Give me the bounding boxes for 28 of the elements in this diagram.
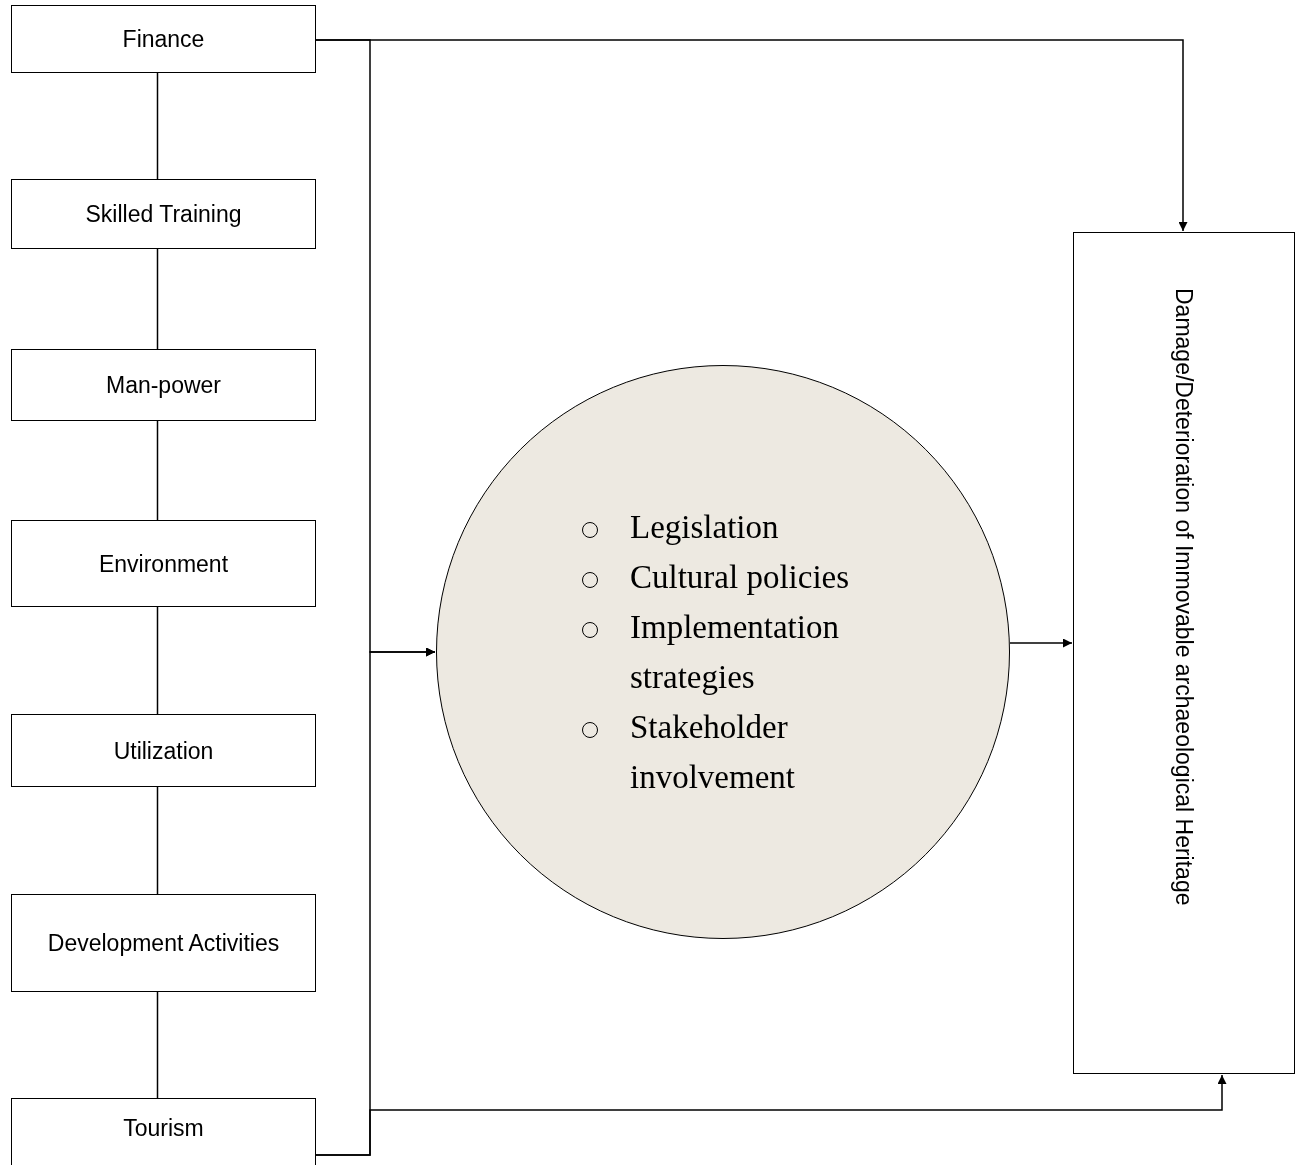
connector-line bbox=[156, 991, 159, 1099]
arrow bbox=[1009, 638, 1073, 648]
connector-line bbox=[156, 248, 159, 350]
connector-line bbox=[156, 72, 159, 180]
factor-box bbox=[11, 894, 316, 992]
box-label: Utilization bbox=[113, 736, 214, 766]
factor-box bbox=[11, 349, 316, 421]
bullet-item: Legislation bbox=[582, 502, 852, 552]
vertical-label: Damage/Deterioration of Immovable archaeological Heritage bbox=[1170, 288, 1198, 908]
outcome-box bbox=[1073, 232, 1295, 1074]
connector-line bbox=[156, 786, 159, 895]
connector-line bbox=[156, 606, 159, 715]
bullet-item: Implementation strategies bbox=[582, 602, 852, 702]
box-label: Finance bbox=[122, 25, 205, 54]
box-label: Skilled Training bbox=[85, 200, 242, 229]
factor-box bbox=[11, 520, 316, 607]
box-label: Man-power bbox=[105, 371, 221, 400]
factor-box bbox=[11, 1098, 316, 1165]
bullet-item: Stakeholder involvement bbox=[582, 702, 852, 802]
connector-line bbox=[156, 420, 159, 521]
arrow bbox=[315, 1074, 1227, 1156]
factor-box bbox=[11, 5, 316, 73]
box-label: Environment bbox=[98, 549, 229, 579]
box-label: Development Activities bbox=[47, 929, 280, 958]
bullet-item: Cultural policies bbox=[582, 552, 852, 602]
factor-box bbox=[11, 179, 316, 249]
box-label: Tourism bbox=[123, 1114, 204, 1143]
factor-box bbox=[11, 714, 316, 787]
